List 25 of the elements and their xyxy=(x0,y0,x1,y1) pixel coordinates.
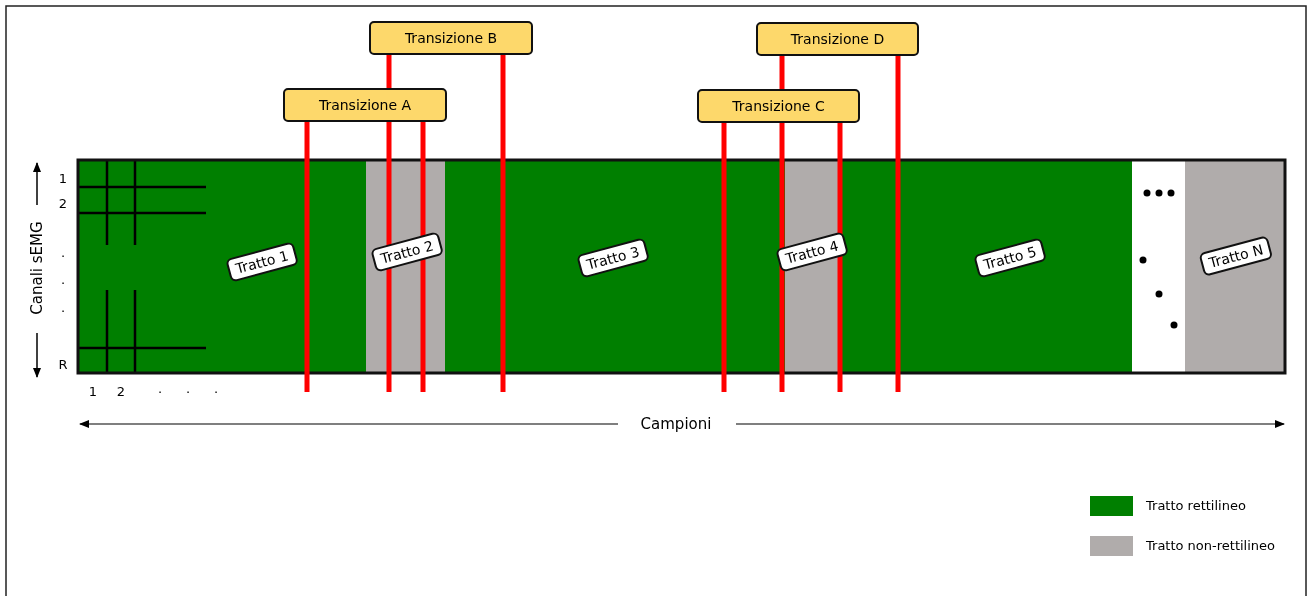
sample-label: 1 xyxy=(88,383,98,399)
legend-label: Tratto non-rettilineo xyxy=(1146,538,1276,553)
legend-label: Tratto rettilineo xyxy=(1146,498,1246,513)
sample-label: . xyxy=(157,380,163,396)
transition-line xyxy=(721,123,727,392)
transition-line xyxy=(895,56,901,392)
axis-label: Campioni xyxy=(640,415,712,433)
sample-label: 2 xyxy=(116,383,126,399)
channel-label: 1 xyxy=(58,170,68,186)
channel-label: R xyxy=(58,356,68,372)
sample-label: . xyxy=(185,380,191,396)
sample-label: . xyxy=(213,380,219,396)
transition-line xyxy=(420,122,426,392)
transition-box: Transizione D xyxy=(756,22,919,56)
transition-line xyxy=(500,55,506,392)
transition-line xyxy=(837,123,843,392)
transition-box: Transizione B xyxy=(369,21,533,55)
transition-line xyxy=(304,122,310,392)
transition-box: Transizione A xyxy=(283,88,447,122)
axis-label: Canali sEMG xyxy=(28,221,46,315)
channel-label: . xyxy=(60,244,66,260)
channel-label: . xyxy=(60,299,66,315)
channel-label: . xyxy=(60,271,66,287)
transition-box: Transizione C xyxy=(697,89,860,123)
channel-label: 2 xyxy=(58,195,68,211)
